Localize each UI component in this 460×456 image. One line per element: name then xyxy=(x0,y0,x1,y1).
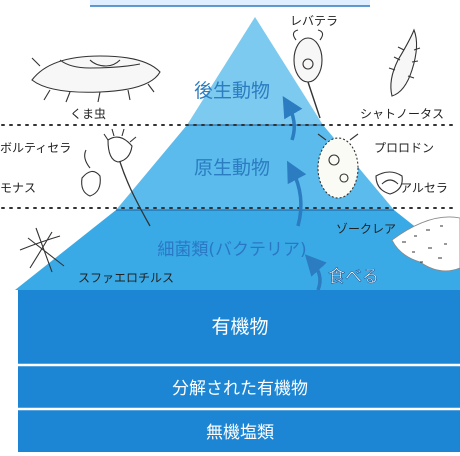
base-band-decomposed xyxy=(18,365,460,409)
base-band-inorganic xyxy=(18,409,460,452)
organism-label-prorodon: プロロドン xyxy=(374,141,434,155)
organism-label-kumamushi: くま虫 xyxy=(70,107,106,121)
kumamushi-illustration xyxy=(31,55,161,103)
arrow-bacteria-to-protozoa xyxy=(287,160,307,227)
rotaria-illustration xyxy=(292,29,324,119)
sphaerotilus-illustration xyxy=(19,227,65,273)
organism-label-chaetonotus: シャトノータス xyxy=(360,107,444,121)
vorticella-illustration xyxy=(103,128,151,227)
label-decomposed-organic: 分解された有機物 xyxy=(172,379,308,399)
label-protozoa: 原生動物 xyxy=(194,157,270,179)
arrow-organic-to-bacteria xyxy=(304,254,327,291)
organism-label-zoogloea: ゾークレア xyxy=(336,222,396,236)
organism-label-arcella: アルセラ xyxy=(400,181,448,195)
organism-label-rotaria: レバテラ xyxy=(290,14,338,28)
arrow-protozoa-to-metazoa xyxy=(282,95,303,141)
prorodon-illustration xyxy=(317,133,359,199)
base-bands xyxy=(18,290,460,452)
organism-label-sphaerotilus: スファエロチルス xyxy=(78,271,174,285)
chaetonotus-illustration xyxy=(388,28,421,97)
organism-sketches xyxy=(19,28,460,273)
label-metazoa: 後生動物 xyxy=(194,80,270,102)
organism-label-vorticella: ボルティセラ xyxy=(0,141,71,155)
header-strip xyxy=(90,0,370,7)
label-bacteria: 細菌類(バクテリア) xyxy=(157,240,306,260)
eats-label: 食べる xyxy=(328,267,379,287)
label-inorganic-salts: 無機塩類 xyxy=(206,423,274,443)
pyramid-tier-bacteria xyxy=(15,210,460,290)
zoogloea-illustration xyxy=(391,216,460,272)
base-band-organic xyxy=(18,290,460,365)
pyramid xyxy=(15,17,460,290)
monas-illustration xyxy=(81,149,101,197)
label-organic-matter: 有機物 xyxy=(211,316,268,338)
organism-label-monas: モナス xyxy=(0,181,36,195)
arcella-illustration xyxy=(375,171,403,195)
feeding-arrows xyxy=(282,95,327,291)
